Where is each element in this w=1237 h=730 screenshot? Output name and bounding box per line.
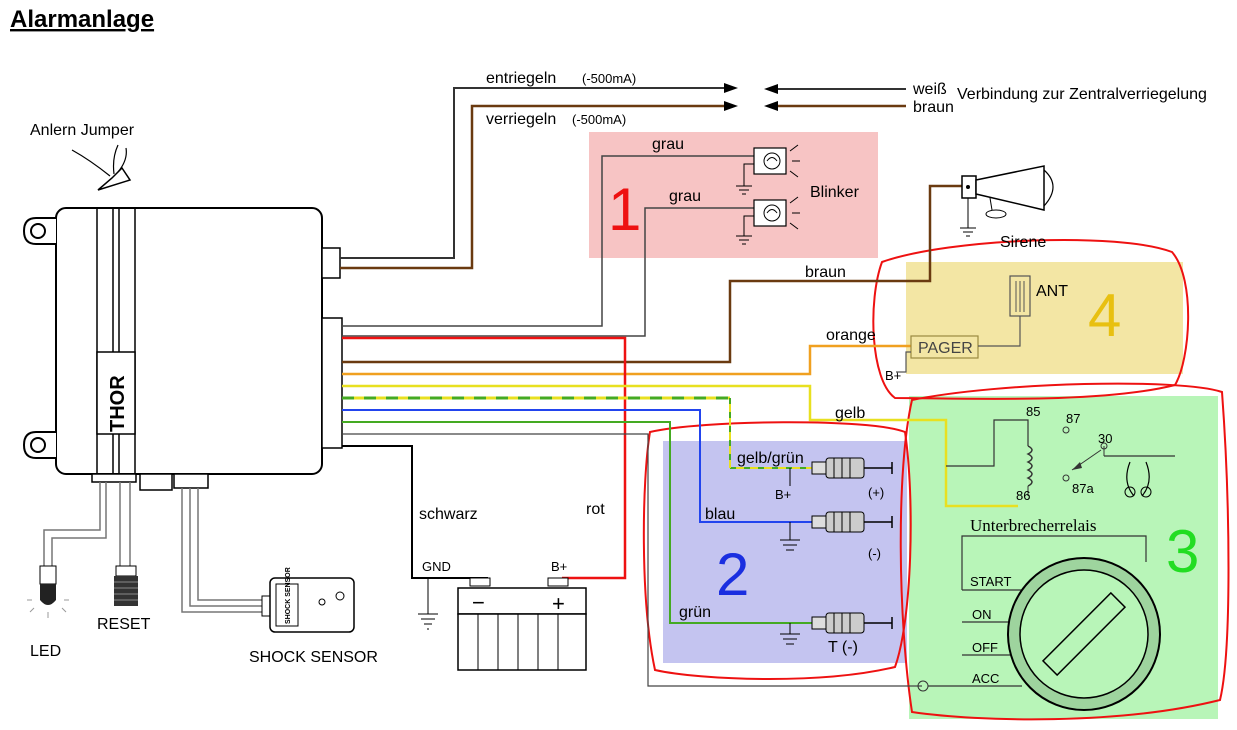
blinker-lamp-1 <box>736 144 800 195</box>
battery-minus: − <box>472 590 485 615</box>
acc-connector <box>917 680 929 692</box>
wire-gelb <box>342 384 1018 508</box>
label-central-locking: Verbindung zur Zentralverriegelung <box>957 86 1207 103</box>
ignition-lock-icon <box>1007 557 1161 711</box>
door-switch-plus <box>811 457 893 479</box>
zone-2-outline <box>642 421 912 680</box>
label-braun-top: braun <box>913 99 954 116</box>
wire-gruen <box>342 421 812 624</box>
pager-box <box>910 335 979 359</box>
learn-jumper <box>71 144 132 191</box>
shock-sensor-face: SHOCK SENSOR <box>285 567 292 624</box>
page-title: Alarmanlage <box>10 6 154 33</box>
label-rot: rot <box>586 501 605 518</box>
label-gelb-gruen: gelb/grün <box>737 450 804 467</box>
wire-acc <box>342 433 922 687</box>
scissors-icon <box>1126 461 1150 497</box>
label-verriegeln: verriegeln <box>486 111 556 128</box>
wire-verriegeln <box>340 104 728 270</box>
shock-sensor-label: SHOCK SENSOR <box>249 649 378 666</box>
zone-number-3: 3 <box>1166 518 1199 585</box>
zone-1-box <box>589 132 878 258</box>
ignition-off: OFF <box>972 640 998 655</box>
label-verriegeln-ma: (-500mA) <box>572 112 626 127</box>
relay-87: 87 <box>1066 411 1080 426</box>
antenna-label: ANT <box>1036 283 1068 300</box>
label-gruen: grün <box>679 604 711 621</box>
zone-3-outline <box>899 382 1230 721</box>
zone-2-box <box>663 441 907 663</box>
interrupter-relay <box>946 419 1175 498</box>
door-plus-label: (+) <box>868 485 884 500</box>
trunk-switch <box>780 612 893 645</box>
led-label: LED <box>30 643 61 660</box>
battery-plus: + <box>552 591 565 616</box>
label-grau-2: grau <box>669 188 701 205</box>
siren-icon <box>960 165 1054 237</box>
alarm-control-unit: THOR <box>22 207 343 491</box>
door-minus-label: (-) <box>868 546 881 561</box>
wire-grau-1 <box>342 155 770 327</box>
label-braun-mid: braun <box>805 264 846 281</box>
zone-number-4: 4 <box>1088 282 1121 349</box>
reset-label: RESET <box>97 616 151 633</box>
wire-grau-2 <box>342 207 770 337</box>
relay-85: 85 <box>1026 404 1040 419</box>
zone-number-2: 2 <box>716 541 749 608</box>
blinker-label: Blinker <box>810 184 860 201</box>
label-weiss: weiß <box>912 81 947 98</box>
label-blau: blau <box>705 506 735 523</box>
led-icon <box>27 565 69 618</box>
wire-schwarz <box>342 445 488 579</box>
ignition-acc: ACC <box>972 671 999 686</box>
gnd-label: GND <box>422 559 451 574</box>
label-gelb: gelb <box>835 405 865 422</box>
label-entriegeln-ma: (-500mA) <box>582 71 636 86</box>
pager-label: PAGER <box>918 340 973 357</box>
wire-blau <box>342 409 812 523</box>
wire-rot <box>342 336 627 580</box>
relay-30: 30 <box>1098 431 1112 446</box>
door-switch-minus <box>780 511 893 551</box>
wire-braun-siren <box>342 184 962 364</box>
zone-number-1: 1 <box>608 176 641 243</box>
trunk-label: T (-) <box>828 639 858 656</box>
jumper-label: Anlern Jumper <box>30 122 135 139</box>
wire-orange <box>342 344 912 376</box>
wire-entriegeln <box>340 87 728 259</box>
blinker-lamp-2 <box>736 196 800 245</box>
battery-bplus-label: B+ <box>551 559 567 574</box>
relay-name: Unterbrecherrelais <box>970 516 1096 535</box>
relay-87a: 87a <box>1072 481 1094 496</box>
label-orange: orange <box>826 327 876 344</box>
shock-sensor-icon <box>261 577 355 633</box>
pager-bplus: B+ <box>885 368 901 383</box>
brand-logo: THOR <box>107 375 129 432</box>
ignition-start: START <box>970 574 1011 589</box>
relay-86: 86 <box>1016 488 1030 503</box>
siren-label: Sirene <box>1000 234 1046 251</box>
ignition-on: ON <box>972 607 992 622</box>
ground-icon <box>418 613 438 630</box>
door-bplus: B+ <box>775 487 791 502</box>
label-entriegeln: entriegeln <box>486 70 556 87</box>
reset-button-icon <box>114 565 138 606</box>
battery-icon <box>457 577 587 671</box>
label-schwarz: schwarz <box>419 506 478 523</box>
label-grau-1: grau <box>652 136 684 153</box>
